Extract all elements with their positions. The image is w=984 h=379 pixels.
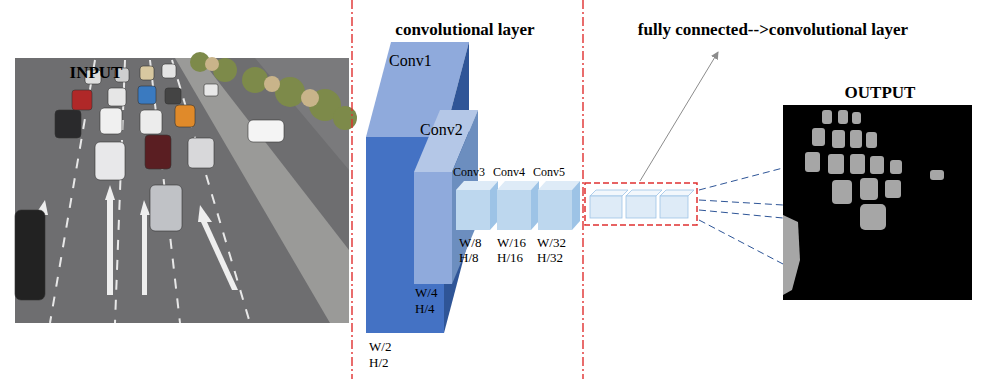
layer-label-box: Conv1 [388, 52, 433, 70]
dimension-label: H/8 [459, 251, 479, 265]
layer-name: Conv2 [420, 121, 463, 139]
road-photo [15, 52, 357, 323]
layer-name: Conv4 [493, 166, 525, 179]
section-heading: INPUT [70, 64, 123, 83]
layer-name: Conv1 [389, 52, 432, 70]
dimension-label: H/32 [537, 251, 563, 265]
pointer-arrow [640, 52, 718, 181]
section-heading: fully connected-->convolutional layer [638, 21, 908, 40]
section-heading: OUTPUT [845, 84, 916, 103]
dimension-label: H/4 [415, 302, 435, 316]
dashed-box [585, 183, 697, 225]
dimension-label: H/2 [369, 356, 389, 370]
dimension-label: W/8 [459, 236, 481, 250]
dimension-label: W/32 [537, 236, 566, 250]
layer-label-box: Conv2 [419, 121, 464, 139]
section-heading: convolutional layer [395, 21, 534, 40]
output-mask [783, 105, 972, 300]
layer-name: Conv5 [533, 166, 565, 179]
dimension-label: W/16 [497, 236, 526, 250]
layer-label-box: Conv3 [452, 166, 486, 179]
dimension-label: W/2 [369, 340, 391, 354]
dimension-label: H/16 [497, 251, 523, 265]
layer-label-box: Conv4 [492, 166, 526, 179]
layer-label-box: Conv5 [532, 166, 566, 179]
conv-block [456, 181, 580, 230]
separator-line [352, 0, 583, 379]
fc-block [590, 190, 694, 218]
projection-line [699, 168, 783, 264]
dimension-label: W/4 [415, 286, 437, 300]
layer-name: Conv3 [453, 166, 485, 179]
